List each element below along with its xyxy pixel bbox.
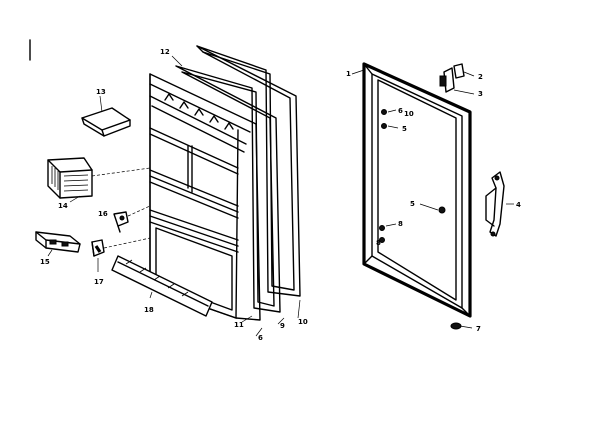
label-15: 15 [40,258,50,266]
label-3: 3 [478,90,483,98]
label-13: 13 [96,88,106,96]
hinge-parts [439,63,475,95]
label-12: 12 [160,48,170,56]
label-6a: 6 [398,107,403,115]
grille-box-part-14 [47,157,151,203]
label-4: 4 [516,201,521,209]
label-2: 2 [478,73,483,81]
label-9: 9 [280,322,285,330]
bar-part-18 [111,255,213,317]
block-part-17 [91,239,105,272]
label-19: 10 [404,110,414,118]
label-17: 17 [94,278,104,286]
outer-door-frame [351,62,472,318]
part-labels: 1 2 3 4 5 5 6 6 7 8 8 9 10 11 12 13 14 1… [40,48,521,342]
tray-part-13 [81,95,131,137]
clip-part-16 [113,211,129,233]
label-6b: 6 [258,334,263,342]
fasteners [379,109,473,330]
door-gasket [196,45,301,297]
door-liner-panel [175,65,281,313]
label-18: 18 [144,306,154,314]
label-16: 16 [98,210,108,218]
bracket-part-15 [35,231,81,257]
label-5a: 5 [402,125,407,133]
label-5b: 5 [410,200,415,208]
door-handle [485,171,514,237]
label-7: 7 [476,325,481,333]
label-8a: 8 [398,220,403,228]
label-10: 10 [298,318,308,326]
label-1: 1 [346,70,351,78]
label-8b: 8 [376,239,381,247]
label-11: 11 [234,321,244,329]
label-14: 14 [58,202,68,210]
